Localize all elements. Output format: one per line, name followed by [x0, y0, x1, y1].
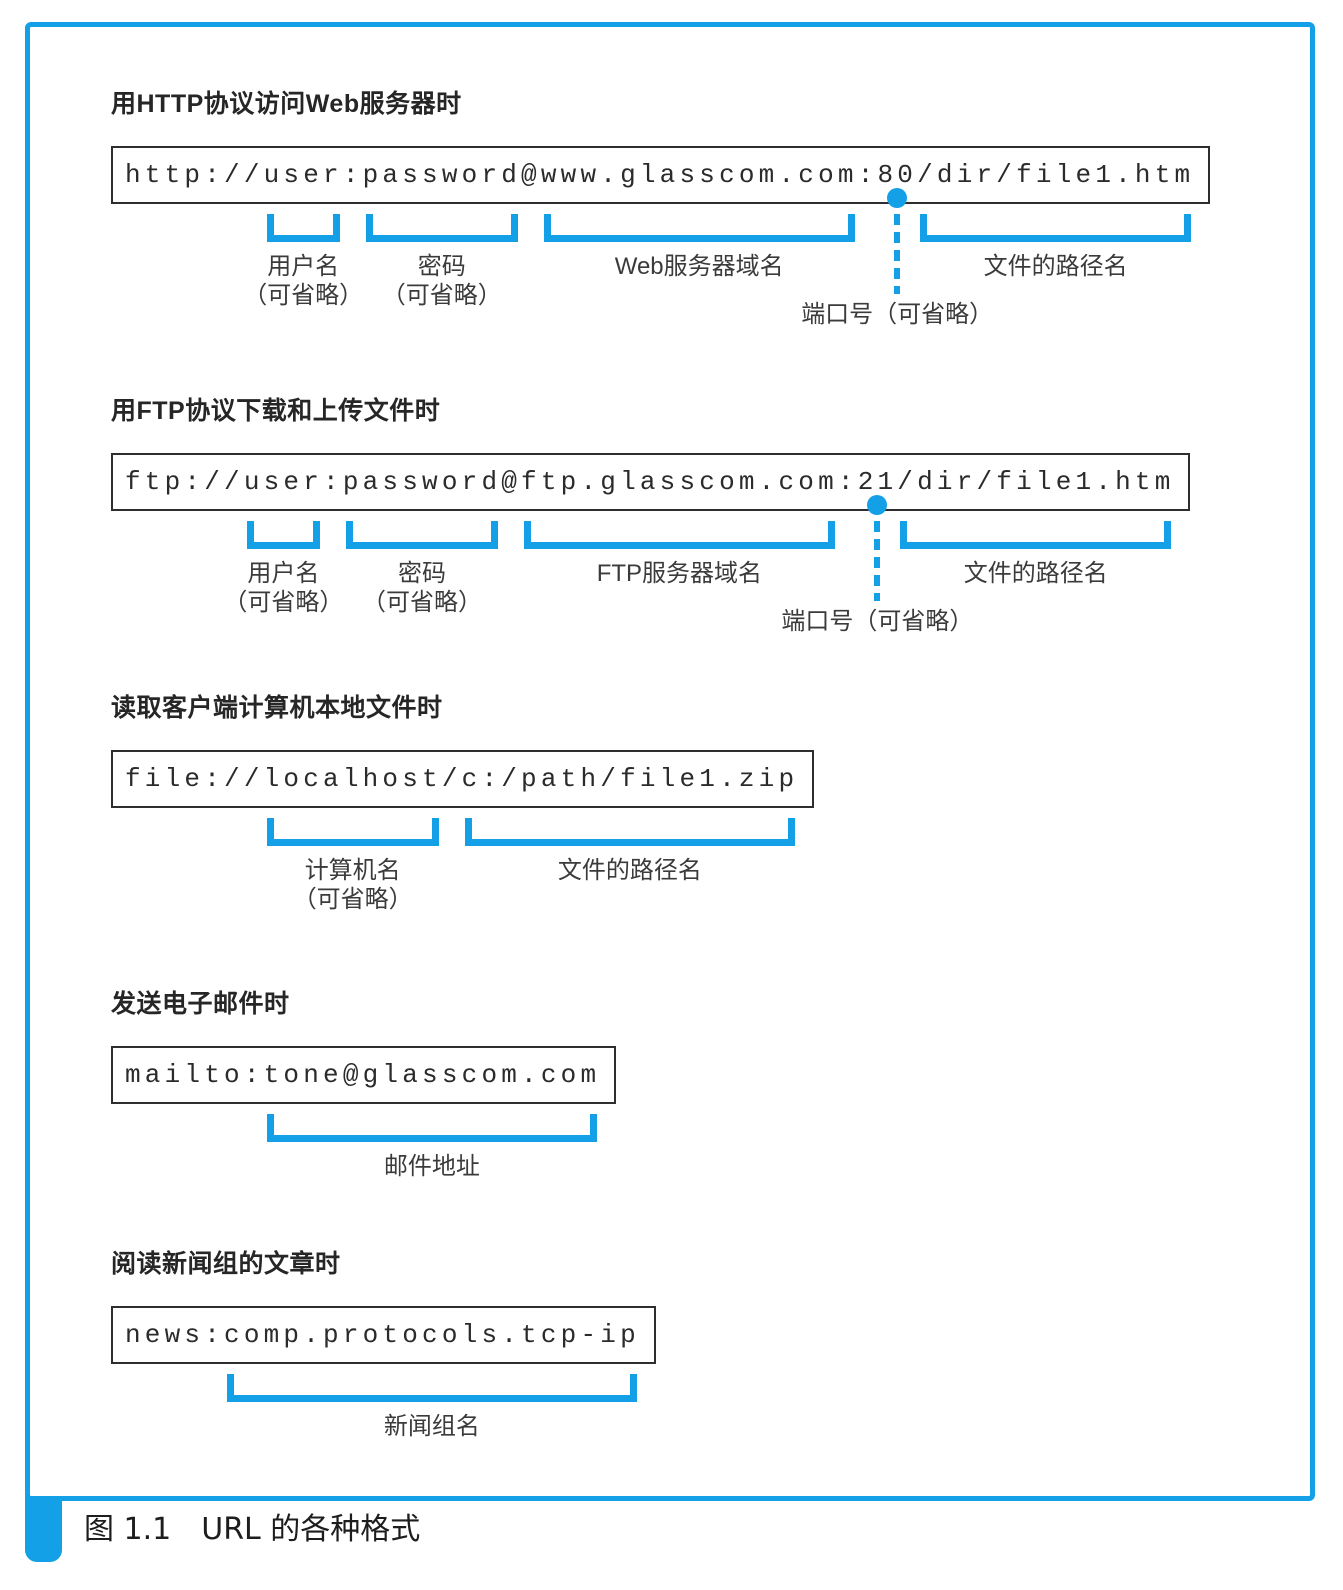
annotation-label: 文件的路径名: [983, 253, 1128, 280]
port-marker-dot: [887, 188, 908, 208]
annotation-bracket: [345, 521, 499, 549]
figure-caption: 图 1.1 URL 的各种格式: [84, 1512, 420, 1548]
annotation-bracket: [266, 818, 439, 846]
figure-title: URL 的各种格式: [201, 1512, 421, 1547]
annotation-bracket: [920, 214, 1192, 242]
caption-tab: [25, 1496, 62, 1562]
annotation-zone: 新闻组名: [111, 1364, 1280, 1514]
annotation-bracket: [266, 1114, 598, 1142]
annotation-zone: 计算机名（可省略） 文件的路径名: [111, 808, 1280, 958]
section-title: 发送电子邮件时: [111, 990, 290, 1018]
url-box: mailto:tone@glasscom.com: [111, 1046, 617, 1104]
section-title: 用FTP协议下载和上传文件时: [111, 397, 441, 425]
annotation-label: 用户名（可省略）: [243, 253, 364, 309]
url-box: news:comp.protocols.tcp-ip: [111, 1306, 656, 1364]
annotation-bracket: [246, 521, 320, 549]
url-section-5: 阅读新闻组的文章时 news:comp.protocols.tcp-ip 新闻组名: [111, 1248, 1280, 1514]
port-dashed-line: [894, 214, 901, 294]
url-text: http://user:password@www.glasscom.com:80…: [125, 160, 1195, 190]
url-section-1: 用HTTP协议访问Web服务器时 http://user:password@www…: [111, 88, 1280, 354]
port-label: 端口号（可省略）: [801, 301, 994, 328]
url-box: file://localhost/c:/path/file1.zip: [111, 750, 815, 808]
url-text: file://localhost/c:/path/file1.zip: [125, 764, 799, 794]
section-title: 阅读新闻组的文章时: [111, 1250, 341, 1278]
annotation-bracket: [266, 214, 340, 242]
figure-panel: 用HTTP协议访问Web服务器时 http://user:password@www…: [25, 22, 1315, 1501]
url-box: ftp://user:password@ftp.glasscom.com:21/…: [111, 453, 1191, 511]
url-text: ftp://user:password@ftp.glasscom.com:21/…: [125, 467, 1175, 497]
annotation-label: 用户名（可省略）: [223, 560, 344, 616]
url-section-4: 发送电子邮件时 mailto:tone@glasscom.com 邮件地址: [111, 988, 1280, 1254]
annotation-label: 文件的路径名: [963, 560, 1108, 587]
annotation-label: 密码（可省略）: [362, 560, 482, 616]
annotation-bracket: [543, 214, 855, 242]
url-section-3: 读取客户端计算机本地文件时 file://localhost/c:/path/fi…: [111, 692, 1280, 958]
url-text: mailto:tone@glasscom.com: [125, 1060, 601, 1090]
annotation-label: 文件的路径名: [557, 857, 702, 884]
annotation-zone: 用户名（可省略） 密码（可省略） Web服务器域名 文件的路径名端口号（可省略）: [111, 188, 1280, 354]
annotation-bracket: [464, 818, 796, 846]
port-marker-dot: [867, 495, 888, 515]
figure-number: 图 1.1: [84, 1512, 172, 1547]
annotation-label: 密码（可省略）: [381, 253, 502, 309]
section-title: 用HTTP协议访问Web服务器时: [111, 90, 462, 118]
url-text: news:comp.protocols.tcp-ip: [125, 1320, 640, 1350]
annotation-bracket: [524, 521, 835, 549]
annotation-label: Web服务器域名: [614, 253, 784, 280]
annotation-label: FTP服务器域名: [596, 560, 763, 587]
annotation-bracket: [365, 214, 518, 242]
port-dashed-line: [874, 521, 881, 601]
annotation-zone: 邮件地址: [111, 1104, 1280, 1254]
url-box: http://user:password@www.glasscom.com:80…: [111, 146, 1211, 204]
url-section-2: 用FTP协议下载和上传文件时 ftp://user:password@ftp.gl…: [111, 395, 1280, 661]
annotation-zone: 用户名（可省略） 密码（可省略） FTP服务器域名 文件的路径名端口号（可省略）: [111, 495, 1280, 661]
annotation-label: 新闻组名: [383, 1413, 480, 1440]
annotation-bracket: [227, 1374, 637, 1402]
section-title: 读取客户端计算机本地文件时: [111, 694, 443, 722]
annotation-bracket: [900, 521, 1172, 549]
annotation-label: 计算机名（可省略）: [292, 857, 413, 913]
annotation-label: 邮件地址: [383, 1153, 480, 1180]
port-label: 端口号（可省略）: [781, 608, 974, 635]
